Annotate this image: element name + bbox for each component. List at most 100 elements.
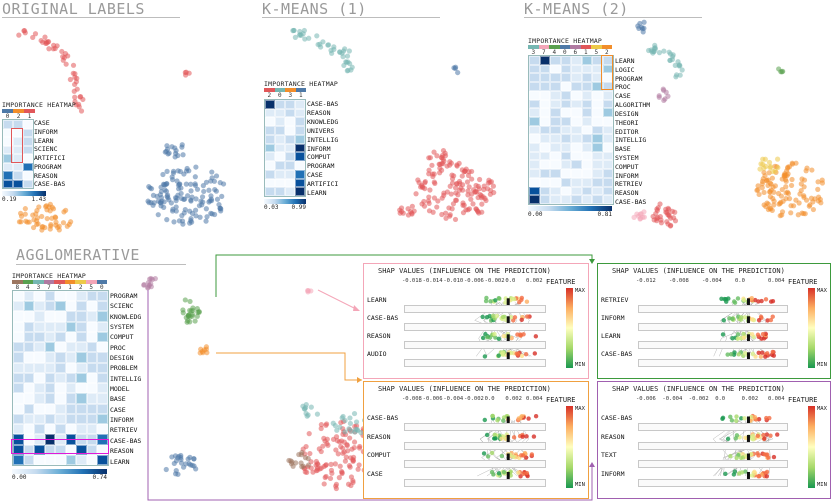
scatter-point	[755, 187, 761, 193]
heatmap-cell	[23, 454, 35, 465]
scatter-point	[212, 186, 218, 193]
heatmap-cell	[550, 99, 561, 109]
scatter-point	[169, 144, 175, 150]
heatmap-cell	[44, 301, 56, 312]
shap-point	[515, 332, 520, 337]
heatmap-cell	[529, 125, 540, 135]
scatter-point	[436, 161, 442, 167]
heatmap-cell	[23, 171, 33, 180]
heatmap-cell	[97, 342, 108, 353]
heatmap-cell	[86, 372, 98, 384]
shap-point	[743, 351, 748, 356]
scatter-point	[197, 214, 203, 220]
shap-axis-tick: 0.0	[735, 278, 745, 284]
legend-title: FEATURE	[788, 396, 818, 404]
heatmap-cell	[285, 100, 295, 109]
scatter-point	[779, 186, 785, 193]
scatter-point	[465, 172, 472, 179]
heatmap-cell	[265, 117, 275, 127]
heatmap-cell	[581, 169, 592, 178]
scatter-point	[178, 195, 185, 202]
heatmap-cell	[539, 56, 550, 65]
heatmap-cell	[13, 342, 24, 353]
scatter-point	[74, 86, 80, 92]
heatmap-row-label: PROGRAM	[615, 74, 643, 83]
shap-point	[753, 354, 758, 359]
heatmap-row-label: INFORM	[615, 171, 639, 180]
shap-point	[521, 332, 526, 337]
scatter-point	[60, 220, 67, 226]
scatter-point	[61, 209, 67, 215]
heatmap-row-label: COMPUT	[615, 162, 639, 171]
scatter-point	[64, 223, 70, 229]
heatmap-cell	[13, 301, 24, 312]
shap-feature-label: CASE-BAS	[601, 414, 633, 423]
shap-mean-marker	[746, 416, 750, 424]
scatter-point	[174, 195, 180, 201]
scatter-point	[769, 175, 775, 181]
scatter-point	[324, 436, 330, 442]
scatter-point	[336, 475, 342, 481]
scatter-point	[646, 47, 652, 54]
shap-point	[736, 352, 741, 357]
heatmap-cell	[23, 362, 35, 373]
scatter-point	[157, 192, 163, 198]
heatmap-cell	[581, 82, 592, 91]
heatmap-cell	[265, 169, 275, 179]
shap-point	[521, 471, 526, 477]
heatmap-cell	[571, 73, 582, 83]
heatmap-row-label: INTELLIG	[307, 135, 339, 144]
scatter-point	[60, 54, 66, 60]
heatmap-cell	[581, 64, 592, 74]
shap-point	[764, 415, 769, 421]
shap-point	[484, 432, 490, 438]
scatter-point	[34, 207, 40, 214]
shap-point	[756, 453, 761, 458]
shap-point	[516, 470, 521, 475]
scatter-point	[670, 52, 676, 58]
heatmap-cell	[295, 134, 305, 144]
shap-point	[492, 331, 497, 337]
scatter-point	[800, 210, 807, 217]
shap-feature-label: INFORM	[601, 469, 625, 478]
heatmap-cell	[529, 151, 540, 161]
scatter-point	[656, 94, 662, 100]
scatter-point	[193, 196, 199, 202]
heatmap-cell	[295, 178, 305, 188]
shap-point	[485, 454, 491, 459]
heatmap-cell	[65, 393, 77, 404]
heatmap-cell	[13, 383, 24, 394]
scatter-point	[155, 212, 161, 218]
heatmap-row-label: REASON	[615, 189, 639, 198]
shap-axis-tick: -0.002	[484, 278, 505, 284]
scatter-point	[452, 185, 459, 191]
heatmap-cell	[592, 108, 603, 117]
heatmap-cell	[529, 195, 540, 204]
scatter-point	[180, 221, 186, 227]
shap-point	[764, 452, 769, 458]
heatmap-cell	[602, 134, 613, 144]
shap-point	[732, 469, 738, 474]
scatter-point	[193, 164, 199, 170]
shap-point	[524, 470, 530, 476]
heatmap-cell	[285, 134, 295, 144]
section-rule-agglomerative	[16, 264, 186, 265]
scatter-point	[334, 427, 340, 433]
heatmap-cell	[571, 108, 582, 117]
scatter-point	[810, 206, 817, 213]
heatmap-cell	[539, 99, 550, 109]
shap-mean-marker	[506, 298, 510, 306]
heatmap-cell	[581, 143, 592, 152]
shap-point	[482, 417, 488, 423]
heatmap-cell	[55, 413, 66, 425]
scatter-point	[409, 203, 415, 209]
heatmap-row-label: BASE	[110, 395, 126, 404]
scatter-point	[162, 149, 168, 155]
heatmap-cell	[76, 352, 87, 363]
shap-point	[512, 315, 518, 320]
heatmap-cell	[592, 169, 603, 178]
scatter-point	[194, 313, 200, 319]
shap-axis-tick: -0.002	[688, 396, 709, 402]
